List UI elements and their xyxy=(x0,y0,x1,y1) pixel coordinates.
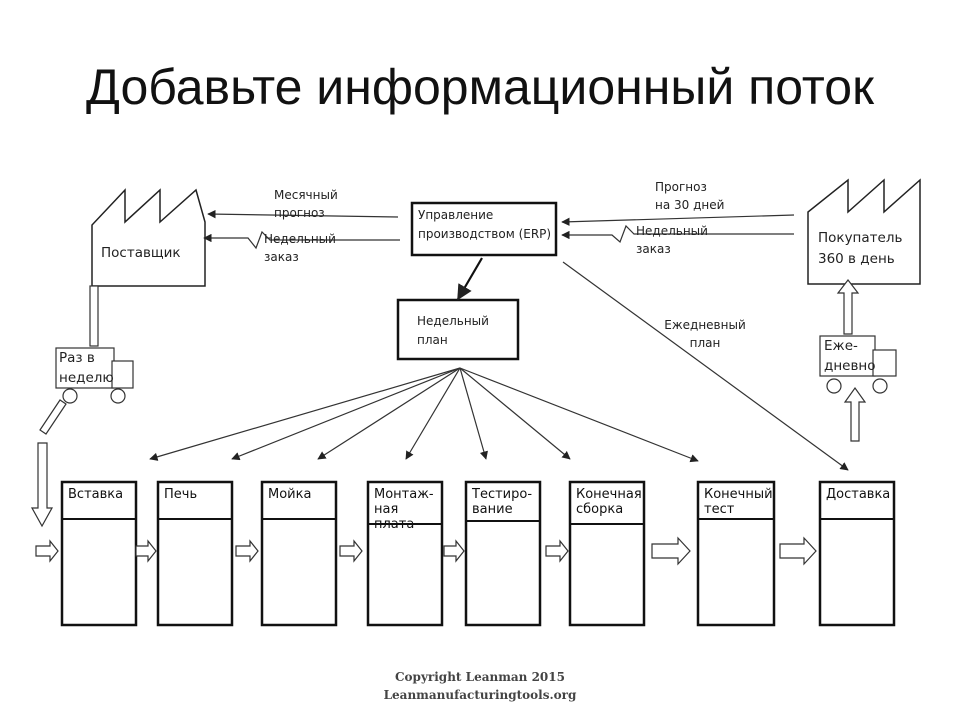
process-box xyxy=(568,480,646,627)
push-arrows xyxy=(35,536,817,566)
forecast-30-days-arrow xyxy=(561,214,795,226)
process-label: Печь xyxy=(164,487,198,502)
erp-label: Управление производством (ERP) xyxy=(418,208,552,241)
process-label: Доставка xyxy=(826,487,891,502)
customer-shipment-arrow xyxy=(843,386,867,442)
weekly-order-customer-label: Недельный заказ xyxy=(636,224,708,256)
customer-shipment-label: Еже- дневно xyxy=(824,338,876,374)
schedule-arrows xyxy=(149,367,699,463)
process-box xyxy=(260,480,338,627)
process-label: Конечный тест xyxy=(704,487,773,517)
copyright-line1: Copyright Leanman 2015 xyxy=(395,670,565,684)
process-label: Тестиро- вание xyxy=(472,487,533,517)
supplier-truck xyxy=(39,285,134,435)
push-arrow xyxy=(339,539,363,563)
push-arrow xyxy=(545,539,569,563)
weekly-plan-label: Недельный план xyxy=(417,314,489,347)
weekly-order-customer-arrow xyxy=(561,224,794,244)
erp-box xyxy=(410,201,558,257)
push-arrow xyxy=(135,539,157,563)
erp-to-plan-arrow xyxy=(457,257,483,301)
supplier-factory-icon xyxy=(91,188,206,287)
forecast-30-days-label: Прогноз на 30 дней xyxy=(655,180,725,212)
process-box xyxy=(818,480,896,627)
daily-plan-arrow xyxy=(562,261,849,471)
process-box xyxy=(366,480,444,627)
weekly-order-supplier-label: Недельный заказ xyxy=(264,232,336,264)
supplier-label: Поставщик xyxy=(101,245,181,261)
supplier-shipment-label: Раз в неделю xyxy=(59,350,114,386)
push-arrow xyxy=(35,539,59,563)
process-label: Вставка xyxy=(68,487,124,502)
daily-plan-label: Ежедневный план xyxy=(664,318,746,350)
process-box xyxy=(464,480,542,627)
copyright: Copyright Leanman 2015 Leanmanufacturing… xyxy=(0,668,960,704)
process-label: Конечная сборка xyxy=(576,487,642,517)
process-box xyxy=(696,480,776,627)
process-label: Мойка xyxy=(268,487,312,502)
supplier-shipment-arrow xyxy=(30,442,54,528)
page-title: Добавьте информационный поток xyxy=(86,59,874,115)
monthly-forecast-label: Месячный прогноз xyxy=(274,188,338,220)
push-arrow xyxy=(651,536,691,566)
process-boxes xyxy=(60,480,896,627)
process-box xyxy=(156,480,234,627)
push-arrow xyxy=(779,536,817,566)
customer-label: Покупатель 360 в день xyxy=(818,230,903,267)
push-arrow xyxy=(443,539,465,563)
copyright-line2: Leanmanufacturingtools.org xyxy=(383,688,577,702)
push-arrow xyxy=(235,539,259,563)
customer-factory-icon xyxy=(807,178,921,285)
weekly-order-supplier-arrow xyxy=(203,230,400,250)
process-label: Монтаж- ная плата xyxy=(374,487,434,532)
monthly-forecast-arrow xyxy=(207,209,399,219)
process-box xyxy=(60,480,138,627)
customer-truck xyxy=(819,279,897,394)
